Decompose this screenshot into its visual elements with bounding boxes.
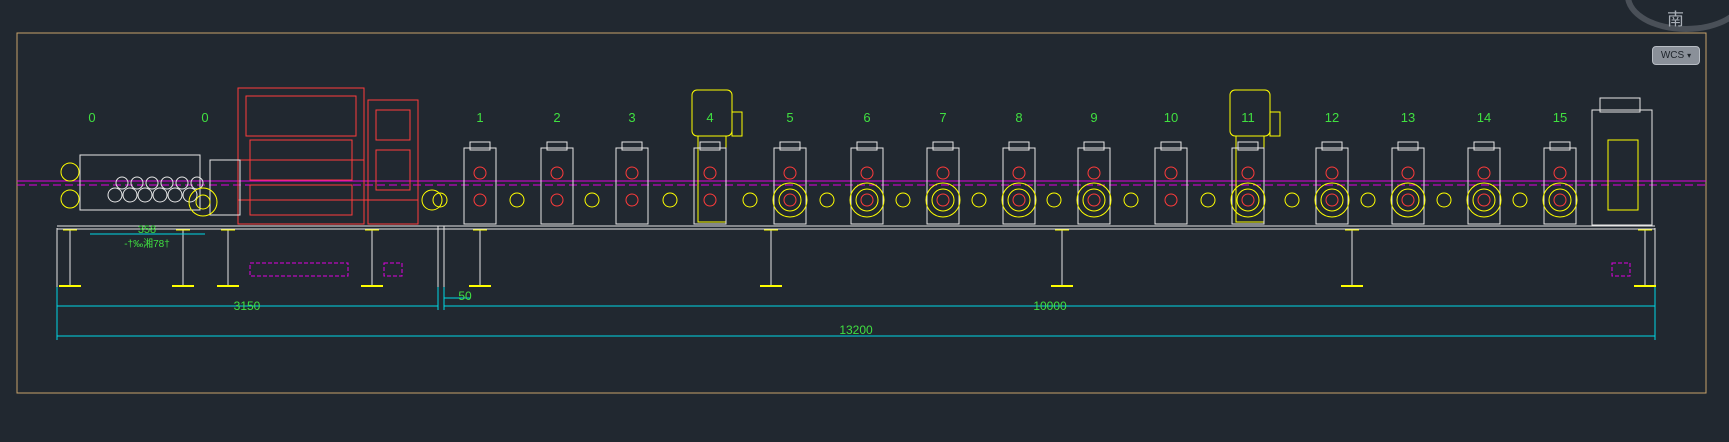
station-number: 2 <box>553 110 560 125</box>
support-leg <box>760 229 782 287</box>
ucs-label: WCS <box>1660 50 1685 61</box>
roller <box>137 187 153 203</box>
station-number: 11 <box>1241 110 1255 125</box>
roller <box>152 187 168 203</box>
roll-stand <box>584 141 649 225</box>
station-number: 1 <box>476 110 483 125</box>
roll-stand <box>971 141 1037 225</box>
machine-base <box>56 225 1656 287</box>
roll-stand <box>1436 141 1502 225</box>
roll-stand <box>1360 141 1426 225</box>
support-leg <box>1341 229 1363 287</box>
support-legs <box>59 229 1656 287</box>
roll-stand <box>1284 141 1350 225</box>
dim-50: 50 <box>458 289 472 303</box>
roll-stand <box>662 141 727 225</box>
dim-note: -†‰湘78† <box>124 237 170 250</box>
roller <box>145 176 159 190</box>
drive-motor-1 <box>691 89 743 223</box>
roller <box>190 176 204 190</box>
roller <box>175 176 189 190</box>
support-leg <box>361 229 383 287</box>
roll-stand <box>1123 141 1188 225</box>
dimension-lines <box>56 233 1656 340</box>
support-leg <box>59 229 81 287</box>
ucs-menu-button[interactable]: WCS ▾ <box>1652 46 1700 65</box>
roller <box>122 187 138 203</box>
drawing-frame <box>16 32 1707 394</box>
dim-13200: 13200 <box>839 323 873 337</box>
station-number: 0 <box>88 110 95 125</box>
layer-markers <box>249 262 1631 277</box>
roller <box>130 176 144 190</box>
viewcube-direction-label[interactable]: 南 <box>1667 10 1684 30</box>
station-number: 7 <box>939 110 946 125</box>
support-leg <box>469 229 491 287</box>
roll-stand <box>509 141 574 225</box>
station-number: 9 <box>1090 110 1097 125</box>
roll-forming-stands <box>432 141 1578 225</box>
station-number: 5 <box>786 110 793 125</box>
dim-358: 358 <box>138 224 156 236</box>
roll-stand <box>895 141 961 225</box>
feeder-gears <box>60 162 443 217</box>
feeding-unit <box>237 87 419 225</box>
roller <box>167 187 183 203</box>
dim-10000: 10000 <box>1033 299 1067 313</box>
support-leg <box>1634 229 1656 287</box>
support-leg <box>1051 229 1073 287</box>
dim-3150: 3150 <box>234 299 261 313</box>
station-number: 8 <box>1015 110 1022 125</box>
roller <box>182 187 198 203</box>
support-leg <box>217 229 239 287</box>
station-number: 13 <box>1401 110 1415 125</box>
roller <box>115 176 129 190</box>
station-number: 12 <box>1325 110 1339 125</box>
chevron-down-icon: ▾ <box>1687 51 1692 60</box>
roll-stand <box>1200 141 1266 225</box>
station-number: 15 <box>1553 110 1567 125</box>
roll-stand <box>742 141 808 225</box>
station-number: 6 <box>863 110 870 125</box>
station-number: 0 <box>201 110 208 125</box>
cutting-unit <box>1591 97 1653 226</box>
roll-stand <box>1512 141 1578 225</box>
straightener <box>79 154 241 216</box>
roller <box>107 187 123 203</box>
roll-stand <box>819 141 885 225</box>
station-number: 10 <box>1164 110 1178 125</box>
roll-stand <box>1046 141 1112 225</box>
roller <box>160 176 174 190</box>
straightener-rollers <box>107 176 204 203</box>
roll-stand <box>432 141 497 225</box>
station-number: 3 <box>628 110 635 125</box>
station-number: 4 <box>706 110 713 125</box>
station-number: 14 <box>1477 110 1491 125</box>
support-leg <box>172 229 194 287</box>
